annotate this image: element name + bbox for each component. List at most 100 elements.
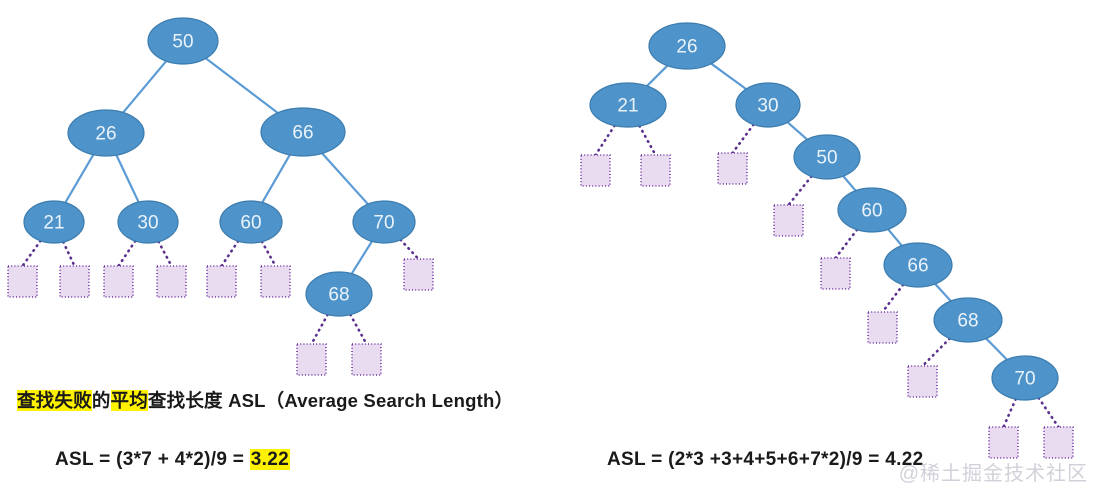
asl-caption: 查找失败的平均查找长度 ASL（Average Search Length）	[17, 387, 513, 413]
tree-edge-26-30	[115, 154, 140, 203]
tree-node-50: 50	[147, 17, 219, 65]
failure-edge-70-6	[399, 238, 420, 261]
failure-edge-70-8	[1037, 396, 1060, 429]
failure-node-30-2	[717, 152, 748, 185]
failure-edge-30-2	[117, 239, 137, 268]
tree-node-50: 50	[793, 134, 861, 180]
node-key-label: 66	[907, 256, 928, 277]
node-shape	[23, 200, 85, 244]
failure-node-30-2	[103, 265, 134, 298]
tree-edge-66-70	[321, 152, 369, 205]
node-key-label: 50	[172, 32, 193, 53]
failure-node-68-8	[351, 343, 382, 376]
tree-node-66: 66	[883, 242, 953, 288]
tree-edge-26-21	[64, 154, 95, 204]
asl-left-result: 3.22	[249, 449, 290, 470]
node-shape	[219, 200, 283, 244]
asl-right-expression: ASL = (2*3 +3+4+5+6+7*2)/9 =	[607, 449, 886, 470]
tree-edge-30-50	[786, 121, 808, 141]
node-key-label: 70	[1014, 369, 1035, 390]
tree-node-30: 30	[117, 200, 179, 244]
failure-edge-68-7	[310, 313, 329, 346]
failure-edge-21-0	[594, 124, 616, 157]
tree-edge-66-68	[934, 283, 952, 302]
failure-node-21-0	[580, 154, 611, 187]
tree-node-26: 26	[67, 109, 145, 157]
node-shape	[260, 107, 346, 157]
node-key-label: 21	[617, 96, 638, 117]
caption-segment-4: ASL（Average Search Length）	[228, 390, 514, 411]
node-shape	[837, 187, 907, 233]
tree-node-21: 21	[589, 82, 667, 128]
failure-edge-30-3	[157, 240, 173, 268]
tree-edge-70-68	[350, 240, 373, 275]
node-key-label: 60	[861, 201, 882, 222]
node-shape	[793, 134, 861, 180]
node-shape	[147, 17, 219, 65]
failure-edge-70-7	[1002, 397, 1018, 429]
node-key-label: 26	[676, 37, 697, 58]
failure-edge-60-5	[260, 240, 277, 268]
asl-right-result: 4.22	[885, 449, 924, 470]
failure-node-60-5	[260, 265, 291, 298]
tree-edge-50-66	[205, 57, 279, 114]
caption-segment-2: 平均	[110, 390, 148, 411]
failure-edge-21-0	[21, 239, 42, 268]
tree-edge-50-26	[122, 60, 167, 114]
failure-edge-60-4	[220, 239, 240, 268]
failure-node-70-7	[988, 426, 1019, 459]
node-key-label: 50	[816, 148, 837, 169]
tree-edge-50-60	[842, 175, 857, 192]
failure-node-66-5	[867, 311, 898, 344]
failure-node-68-7	[296, 343, 327, 376]
failure-edge-21-1	[638, 124, 657, 157]
caption-segment-0: 查找失败	[17, 390, 92, 411]
tree-edge-26-30	[710, 62, 747, 90]
failure-edge-68-8	[349, 313, 368, 346]
node-shape	[933, 297, 1003, 343]
failure-edge-50-3	[787, 175, 813, 207]
failure-node-70-6	[403, 258, 434, 291]
failure-node-21-1	[59, 265, 90, 298]
tree-node-66: 66	[260, 107, 346, 157]
tree-edge-60-66	[887, 228, 903, 247]
tree-node-21: 21	[23, 200, 85, 244]
asl-left-expression: ASL = (3*7 + 4*2)/9 =	[55, 449, 250, 470]
asl-formula-right: ASL = (2*3 +3+4+5+6+7*2)/9 = 4.22	[607, 449, 923, 471]
node-key-label: 30	[757, 96, 778, 117]
tree-skewed-bst: 26 21 30 50 60 66 68 70	[580, 22, 1074, 459]
node-shape	[117, 200, 179, 244]
node-shape	[883, 242, 953, 288]
caption-segment-1: 的	[91, 390, 111, 411]
failure-node-68-6	[907, 365, 938, 398]
failure-node-30-3	[156, 265, 187, 298]
failure-node-60-4	[820, 257, 851, 290]
tree-node-70: 70	[352, 200, 416, 244]
failure-node-21-0	[7, 265, 38, 298]
tree-balanced-bst: 50 26 66 21 30 60 70 68	[7, 17, 434, 376]
failure-edge-21-1	[62, 240, 76, 268]
tree-edge-26-21	[646, 64, 669, 87]
node-shape	[991, 355, 1059, 401]
node-key-label: 70	[373, 213, 394, 234]
node-key-label: 68	[957, 311, 978, 332]
tree-node-60: 60	[837, 187, 907, 233]
node-key-label: 26	[95, 124, 116, 145]
failure-node-50-3	[773, 204, 804, 237]
asl-formula-left: ASL = (3*7 + 4*2)/9 = 3.22	[55, 449, 290, 471]
node-key-label: 21	[43, 213, 64, 234]
failure-edge-30-2	[731, 123, 755, 155]
node-shape	[305, 271, 373, 317]
failure-node-60-4	[206, 265, 237, 298]
node-shape	[589, 82, 667, 128]
failure-node-21-1	[640, 154, 671, 187]
tree-node-70: 70	[991, 355, 1059, 401]
node-key-label: 60	[240, 213, 261, 234]
tree-edge-66-60	[261, 154, 291, 203]
node-key-label: 68	[328, 285, 349, 306]
node-shape	[67, 109, 145, 157]
tree-node-68: 68	[305, 271, 373, 317]
failure-node-70-8	[1043, 426, 1074, 459]
